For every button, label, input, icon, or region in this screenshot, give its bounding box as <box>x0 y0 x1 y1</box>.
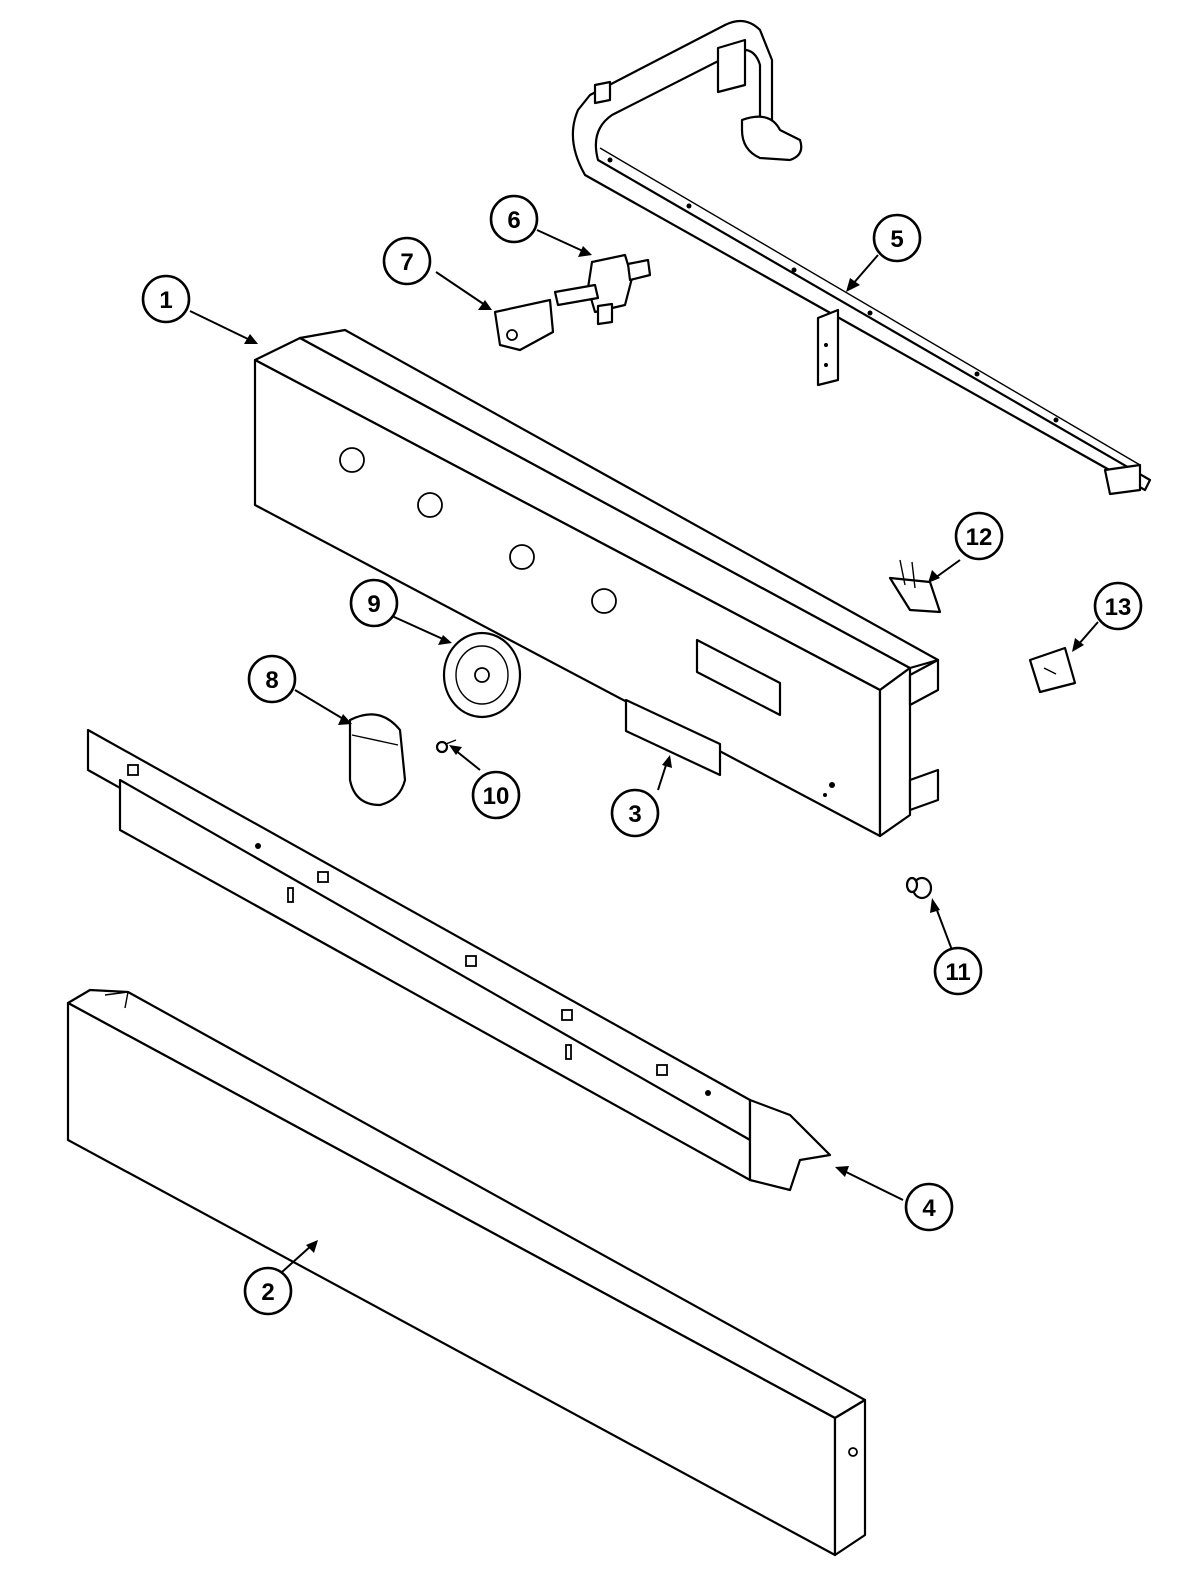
callout-3-label: 3 <box>628 801 641 828</box>
callout-4: 4 <box>904 1182 954 1232</box>
leader-lines <box>189 229 1099 1273</box>
part-3-label <box>624 698 722 777</box>
callout-13: 13 <box>1093 581 1143 631</box>
callout-6-label: 6 <box>507 207 520 234</box>
callout-2-label: 2 <box>261 1279 274 1306</box>
callout-1-label: 1 <box>159 287 172 314</box>
part-1-control-panel <box>253 328 940 838</box>
callout-5: 5 <box>872 213 922 263</box>
callout-8-label: 8 <box>265 667 278 694</box>
callout-6: 6 <box>489 194 539 244</box>
part-4-rail <box>86 728 832 1192</box>
part-8-knob <box>348 713 407 807</box>
part-7-bracket <box>493 298 555 352</box>
callout-9-label: 9 <box>367 591 380 618</box>
callout-12: 12 <box>954 511 1004 561</box>
part-5-tube <box>571 19 1152 496</box>
callout-10: 10 <box>471 770 521 820</box>
callout-7-label: 7 <box>400 249 413 276</box>
part-6-valve <box>553 253 652 326</box>
part-13-block <box>1028 646 1077 694</box>
part-2-kick-plate <box>66 988 867 1557</box>
callout-1: 1 <box>141 274 191 324</box>
callout-10-label: 10 <box>483 783 510 810</box>
callout-2: 2 <box>243 1266 293 1316</box>
part-10-screw <box>435 739 457 754</box>
callout-11: 11 <box>933 946 983 996</box>
callout-12-label: 12 <box>966 524 993 551</box>
callout-9: 9 <box>349 578 399 628</box>
part-9-knob-skirt <box>442 631 522 719</box>
callout-11-label: 11 <box>945 959 970 986</box>
callout-5-label: 5 <box>890 226 903 253</box>
callout-13-label: 13 <box>1105 594 1132 621</box>
callout-8: 8 <box>247 654 297 704</box>
part-11-plug <box>905 876 933 900</box>
callout-4-label: 4 <box>922 1195 936 1222</box>
callout-3: 3 <box>610 788 660 838</box>
callout-7: 7 <box>382 236 432 286</box>
part-12-clip <box>888 559 942 614</box>
